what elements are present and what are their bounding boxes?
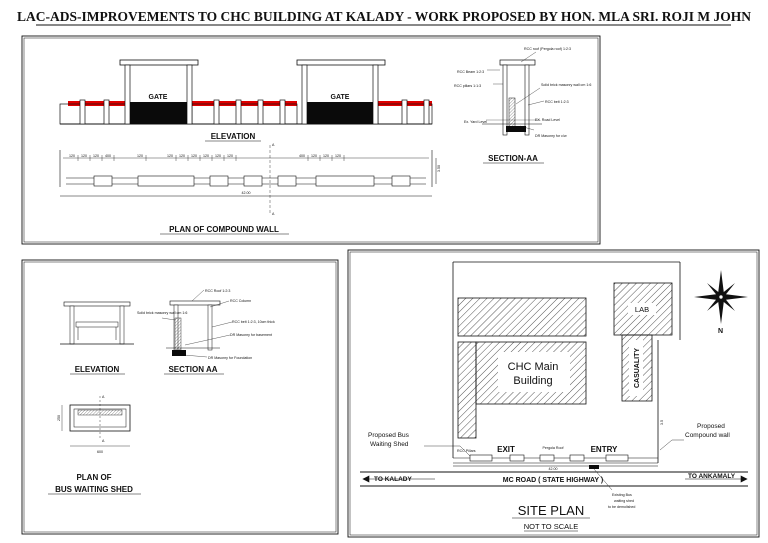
road-middle-label: MC ROAD ( STATE HIGHWAY ) (503, 477, 603, 484)
bus-note-rcc-belt: RCC belt 1:2:3, 10cm thick (232, 320, 275, 324)
bus-shed-elevation (60, 301, 134, 345)
plan-compound-title: PLAN OF COMPOUND WALL (169, 225, 279, 234)
plan-dim-label: 120 (203, 154, 209, 158)
plan-dim-label: 120 (81, 154, 87, 158)
proposed-wall-1: Proposed (697, 423, 725, 430)
bus-note-brick: Solid brick masonry wall cm 1:6 (137, 311, 187, 315)
proposed-bus-2: Waiting Shed (370, 441, 409, 448)
existing-bus-1: Existing Bus (612, 493, 632, 497)
bus-shed-section (161, 289, 233, 358)
plan-dim-label: 120 (227, 154, 233, 158)
main-building-label-1: CHC Main (508, 361, 559, 373)
plan-dim-label: 120 (335, 154, 341, 158)
proposed-wall-2: Compound wall (685, 432, 730, 439)
plan-dim-label: 400 (105, 154, 111, 158)
length-dim-label: 42.00 (549, 467, 558, 471)
bus-note-rcc-column: RCC Column (230, 299, 251, 303)
section-note-dr-masonry: DR Masonry for c/w (535, 134, 567, 138)
plan-dim-label: 120 (137, 154, 143, 158)
plan-dim-label: 120 (215, 154, 221, 158)
plan-side-dim: 3.50 (437, 165, 441, 172)
section-note-ex-road: EX. Road Level (535, 118, 560, 122)
plan-dim-label: 120 (93, 154, 99, 158)
section-note-ex-yard: Ex. Yard Level (464, 120, 487, 124)
bus-note-dr-basement: DR Masonry for basement (230, 333, 272, 337)
gate-right-label: GATE (331, 94, 350, 101)
bus-plan-title-2: BUS WAITING SHED (55, 485, 133, 494)
existing-bus-2: waiting shed (614, 499, 634, 503)
plan-dim-label: 120 (191, 154, 197, 158)
site-frontage (453, 454, 658, 467)
plan-dim-label: 120 (323, 154, 329, 158)
pergola-label: Pergola Roof (543, 446, 564, 450)
panel-bus-shed: ELEVATION RCC Roof 1:2:3 RCC Column Soli… (21, 259, 339, 535)
gate-left-label: GATE (149, 94, 168, 101)
scale-note: NOT TO SCALE (524, 522, 579, 531)
existing-bus-shed-mark (589, 465, 599, 469)
existing-bus-3: to be demolished (608, 505, 635, 509)
casualty-label: CASUALITY (634, 348, 641, 388)
side-dim-label: 3.5 (660, 420, 664, 425)
bus-plan-dim: 600 (97, 450, 103, 454)
site-boundary (452, 261, 681, 463)
plan-dim-label: 120 (167, 154, 173, 158)
bus-plan-title-1: PLAN OF (76, 473, 111, 482)
exit-label: EXIT (497, 445, 515, 454)
plan-dim-label: 120 (179, 154, 185, 158)
sheet-title: LAC-ADS-IMPROVEMENTS TO CHC BUILDING AT … (17, 9, 751, 24)
site-plan-title: SITE PLAN (518, 503, 584, 518)
section-aa-title: SECTION-AA (488, 154, 538, 163)
plan-overall-dim: 42.00 (242, 191, 251, 195)
bus-section-title: SECTION AA (168, 365, 217, 374)
bus-plan-mark-bottom: A (102, 439, 105, 443)
section-note-brick: Solid brick masonry wall cm 1:6 (541, 83, 591, 87)
road-right-label: TO ANKAMALY (688, 473, 736, 480)
section-aa-detail (482, 51, 545, 136)
bus-shed-plan (61, 396, 131, 447)
section-note-rcc-roof: RCC roof (Pergola roof) 1:2:3 (524, 47, 571, 51)
section-note-rcc-pillars: RCC pillars 1:1:3 (454, 84, 481, 88)
plan-section-mark-top: A (272, 143, 275, 147)
road-left-label: TO KALADY (374, 476, 412, 483)
bus-note-dr-foundation: DR Masonry for Foundation (208, 356, 252, 360)
north-label: N (718, 328, 723, 335)
bus-plan-side-dim: 250 (57, 415, 61, 421)
plan-dim-label: 400 (299, 154, 305, 158)
compound-wall-elevation: GATE GATE (59, 59, 433, 125)
rcc-pillars-label: RCC Pillars (457, 449, 476, 453)
lab-label: LAB (635, 305, 649, 314)
compound-wall-plan: 120 120 120 400 120 120 120 120 120 120 120 400 120 1… (59, 143, 441, 216)
main-building-label-2: Building (513, 375, 552, 387)
bus-elevation-title: ELEVATION (75, 365, 120, 374)
plan-dim-label: 120 (69, 154, 75, 158)
plan-section-mark-bottom: A (272, 212, 275, 216)
panel-site-plan: CHC Main Building LAB CASUALITY EXIT ENT… (347, 249, 760, 538)
section-note-rcc-belt: RCC belt 1:2:3 (545, 100, 569, 104)
bus-plan-mark-top: A (102, 395, 105, 399)
plan-dim-label: 120 (311, 154, 317, 158)
proposed-bus-1: Proposed Bus (368, 432, 410, 439)
bus-note-rcc-roof: RCC Roof 1:2:3 (205, 289, 230, 293)
mc-road (360, 471, 748, 487)
entry-label: ENTRY (591, 445, 618, 454)
elevation-title: ELEVATION (211, 132, 256, 141)
section-note-rcc-beam: RCC Beam 1:2:3 (457, 70, 484, 74)
north-arrow-icon (694, 270, 748, 324)
